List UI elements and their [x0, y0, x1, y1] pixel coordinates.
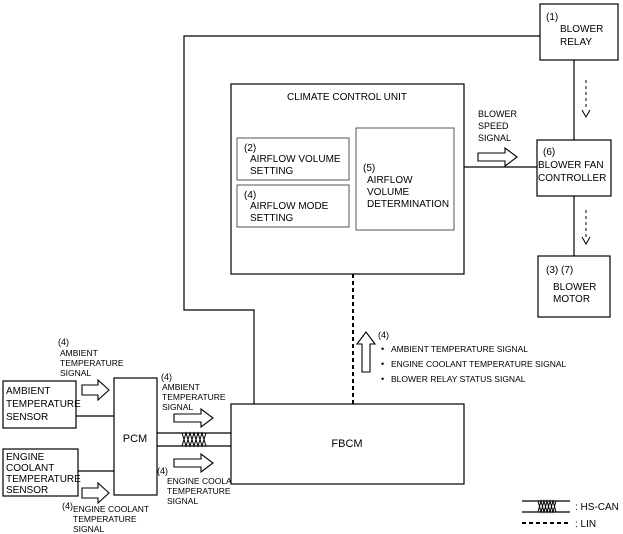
- legend-lin-label: : LIN: [575, 519, 596, 530]
- svg-text:ENGINE: ENGINE: [6, 452, 45, 463]
- svg-text:MOTOR: MOTOR: [553, 294, 590, 305]
- coolant-to-pcm-signal: (4) ENGINE COOLANT TEMPERATURE SIGNAL: [62, 481, 149, 534]
- svg-text:AIRFLOW: AIRFLOW: [367, 175, 413, 186]
- climate-control-unit-title: CLIMATE CONTROL UNIT: [287, 92, 407, 103]
- coolant-pcm-to-fbcm-arrow: [173, 452, 214, 474]
- airflow-volume-determination-block: (5) AIRFLOW VOLUME DETERMINATION: [355, 127, 455, 231]
- motor-control-arrow: [581, 210, 591, 246]
- coolant-to-pcm-arrow: [81, 481, 110, 505]
- relay-control-arrow: [581, 80, 591, 119]
- svg-text:AMBIENT: AMBIENT: [162, 382, 200, 392]
- svg-text:SETTING: SETTING: [250, 213, 294, 224]
- blower-motor-block: (3) (7) BLOWER MOTOR: [537, 255, 611, 318]
- svg-text:(4): (4): [378, 330, 389, 340]
- svg-text:(4): (4): [244, 190, 256, 201]
- blower-speed-arrow: [477, 146, 518, 168]
- svg-text:AMBIENT TEMPERATURE SIGNAL: AMBIENT TEMPERATURE SIGNAL: [391, 344, 528, 354]
- svg-text:TEMPERATURE: TEMPERATURE: [60, 358, 124, 368]
- svg-text:(4): (4): [157, 466, 168, 476]
- svg-text:SIGNAL: SIGNAL: [478, 133, 511, 143]
- svg-text:•: •: [381, 359, 384, 369]
- svg-text:SETTING: SETTING: [250, 166, 294, 177]
- svg-text:COOLANT: COOLANT: [6, 463, 54, 474]
- pcm-block: PCM: [113, 377, 158, 496]
- svg-text:ENGINE COOLANT TEMPERATURE SIG: ENGINE COOLANT TEMPERATURE SIGNAL: [391, 359, 567, 369]
- svg-text:AIRFLOW VOLUME: AIRFLOW VOLUME: [250, 154, 341, 165]
- hs-can-link: [157, 431, 231, 448]
- svg-text:(3) (7): (3) (7): [546, 265, 573, 276]
- pcm-label: PCM: [123, 433, 147, 445]
- ambient-to-pcm-arrow: [81, 378, 110, 402]
- fbcm-to-ccu-arrow: [355, 331, 377, 373]
- svg-text:BLOWER RELAY STATUS SIGNAL: BLOWER RELAY STATUS SIGNAL: [391, 374, 526, 384]
- svg-text:BLOWER FAN: BLOWER FAN: [538, 160, 604, 171]
- svg-text:TEMPERATURE: TEMPERATURE: [162, 392, 226, 402]
- svg-text:SENSOR: SENSOR: [6, 412, 48, 423]
- svg-text:BLOWER: BLOWER: [478, 109, 518, 119]
- svg-text:AMBIENT: AMBIENT: [6, 386, 50, 397]
- fbcm-to-ccu-signals: (4) • AMBIENT TEMPERATURE SIGNAL • ENGIN…: [355, 330, 567, 384]
- blower-relay-block: (1) BLOWER RELAY: [539, 3, 619, 61]
- svg-text:BLOWER: BLOWER: [553, 282, 596, 293]
- blower-relay-number: (1): [546, 12, 558, 23]
- airflow-volume-setting-block: (2) AIRFLOW VOLUME SETTING: [236, 137, 350, 181]
- svg-text:ENGINE COOLANT: ENGINE COOLANT: [73, 504, 149, 514]
- fbcm-label: FBCM: [331, 438, 362, 450]
- svg-text:DETERMINATION: DETERMINATION: [367, 199, 449, 210]
- svg-text:SIGNAL: SIGNAL: [60, 368, 91, 378]
- ambient-to-pcm-signal: (4) AMBIENT TEMPERATURE SIGNAL: [58, 337, 124, 402]
- blower-relay-label-1: BLOWER: [560, 24, 603, 35]
- ambient-temperature-sensor-block: AMBIENT TEMPERATURE SENSOR: [2, 380, 81, 429]
- svg-text:TEMPERATURE: TEMPERATURE: [73, 514, 137, 524]
- svg-text:•: •: [381, 344, 384, 354]
- ambient-pcm-to-fbcm-signal: (4) AMBIENT TEMPERATURE SIGNAL: [161, 372, 226, 429]
- blower-fan-controller-block: (6) BLOWER FAN CONTROLLER: [536, 139, 612, 197]
- legend-hs-can-symbol: [522, 499, 570, 514]
- ambient-pcm-to-fbcm-arrow: [173, 407, 214, 429]
- fbcm-block: FBCM: [230, 403, 465, 485]
- svg-text:TEMPERATURE: TEMPERATURE: [6, 474, 81, 485]
- blower-speed-signal: BLOWER SPEED SIGNAL: [477, 109, 518, 168]
- legend-hs-can-label: : HS-CAN: [575, 502, 619, 513]
- svg-text:•: •: [381, 374, 384, 384]
- svg-text:(6): (6): [543, 147, 555, 158]
- svg-text:AIRFLOW MODE: AIRFLOW MODE: [250, 201, 329, 212]
- svg-text:TEMPERATURE: TEMPERATURE: [167, 486, 231, 496]
- coolant-pcm-to-fbcm-signal: (4) ENGINE COOLANT TEMPERATURE SIGNAL: [157, 452, 243, 506]
- svg-text:(5): (5): [363, 163, 375, 174]
- svg-text:AMBIENT: AMBIENT: [60, 348, 98, 358]
- legend: : HS-CAN : LIN: [522, 499, 619, 530]
- svg-text:(4): (4): [161, 372, 172, 382]
- svg-text:CONTROLLER: CONTROLLER: [538, 173, 606, 184]
- airflow-mode-setting-block: (4) AIRFLOW MODE SETTING: [236, 184, 350, 228]
- blower-relay-label-2: RELAY: [560, 37, 592, 48]
- svg-text:SENSOR: SENSOR: [6, 485, 48, 496]
- svg-text:VOLUME: VOLUME: [367, 187, 410, 198]
- svg-text:(4): (4): [58, 337, 69, 347]
- svg-text:TEMPERATURE: TEMPERATURE: [6, 399, 81, 410]
- engine-coolant-temperature-sensor-block: ENGINE COOLANT TEMPERATURE SENSOR: [2, 448, 81, 497]
- svg-text:SIGNAL: SIGNAL: [73, 524, 104, 534]
- svg-text:(4): (4): [62, 501, 73, 511]
- svg-text:(2): (2): [244, 143, 256, 154]
- climate-control-unit-block: CLIMATE CONTROL UNIT (2) AIRFLOW VOLUME …: [230, 83, 465, 275]
- relay-to-fbcm-wire: [183, 35, 540, 405]
- svg-text:SPEED: SPEED: [478, 121, 509, 131]
- svg-text:SIGNAL: SIGNAL: [167, 496, 198, 506]
- svg-text:SIGNAL: SIGNAL: [162, 402, 193, 412]
- svg-text:ENGINE COOLANT: ENGINE COOLANT: [167, 476, 243, 486]
